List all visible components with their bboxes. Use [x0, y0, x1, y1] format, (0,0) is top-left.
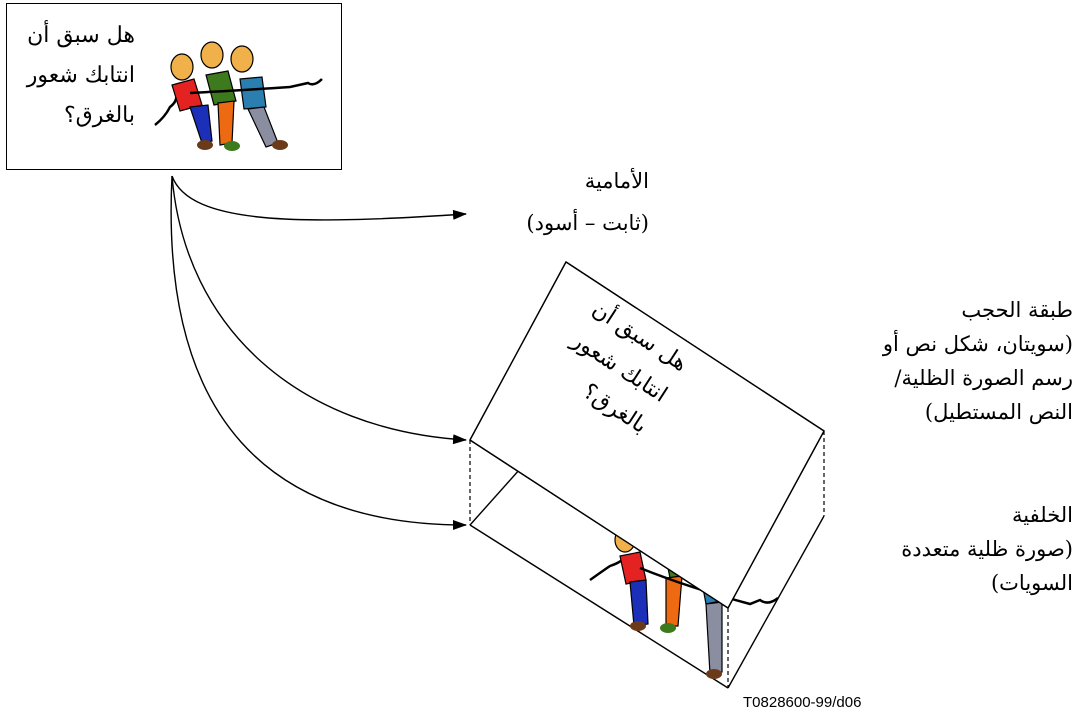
background-label: الخلفية (صورة ظلية متعددة السويات)	[901, 498, 1073, 600]
arrow-to-mask-layer	[171, 175, 467, 445]
foreground-label-desc: (ثابت – أسود)	[526, 211, 649, 235]
mask-layer-label-line-2: (سويتان، شكل نص أو	[882, 332, 1073, 356]
mask-layer-label-title: طبقة الحجب	[961, 298, 1073, 322]
arrow-to-background	[170, 175, 467, 530]
foreground-label-title: الأمامية	[584, 169, 649, 193]
mask-layer-label-line-4: النص المستطيل)	[924, 400, 1073, 424]
background-label-line-3: السويات)	[990, 571, 1073, 595]
arrow-to-foreground	[171, 175, 467, 221]
source-caption-line-1: هل سبق أن	[27, 23, 135, 48]
source-caption-line-3: بالغرق؟	[63, 103, 135, 128]
source-caption-line-2: انتابك شعور	[26, 63, 135, 88]
figure-code: T0828600-99/d06	[743, 694, 862, 711]
mask-layer-plane	[469, 260, 825, 610]
mask-layer-label-line-3: رسم الصورة الظلية/	[894, 366, 1073, 390]
mask-layer-label: طبقة الحجب (سويتان، شكل نص أو رسم الصورة…	[883, 293, 1073, 429]
prism-bottom-front-edge	[469, 524, 729, 689]
prism-bottom-right-edge	[727, 515, 825, 689]
source-caption: هل سبق أن انتابك شعور بالغرق؟	[0, 16, 135, 136]
background-label-line-2: (صورة ظلية متعددة	[901, 537, 1073, 561]
background-label-title: الخلفية	[1012, 503, 1073, 527]
tug-of-war-cartoon-top	[154, 41, 323, 151]
foreground-label: الأمامية (ثابت – أسود)	[526, 164, 649, 240]
